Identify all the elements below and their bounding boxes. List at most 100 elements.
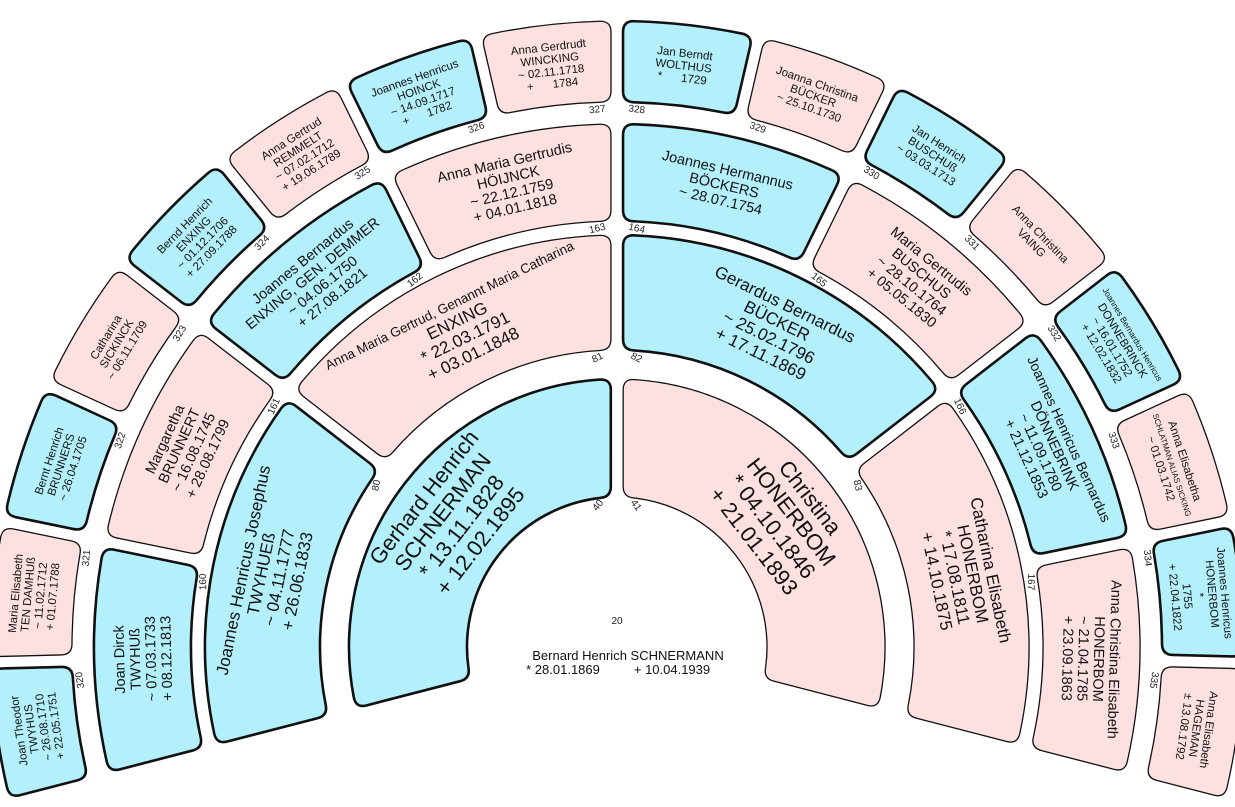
ancestor-number: 80	[370, 478, 383, 492]
person-line: ~ 11.02.1712	[32, 562, 50, 629]
box-shape	[5, 392, 118, 531]
root-death: + 10.04.1939	[634, 662, 710, 677]
person-line: + 23.09.1863	[1058, 616, 1076, 701]
person-line: ~ 07.03.1733	[143, 616, 161, 701]
box-shape	[0, 665, 88, 797]
box-shape	[107, 334, 274, 555]
ancestor-number: 335	[1147, 671, 1160, 689]
box-shape	[0, 527, 81, 658]
person-line: * 1729	[657, 70, 707, 88]
box-shape	[812, 182, 1024, 379]
ancestor-number: 321	[81, 549, 93, 567]
box-shape	[229, 90, 370, 218]
box-shape	[1147, 666, 1235, 797]
box-shape	[1117, 393, 1228, 531]
box-shape	[622, 378, 886, 707]
box-shape	[864, 89, 1006, 219]
ancestor-number: 326	[467, 120, 487, 136]
ancestor-number: 322	[113, 430, 129, 450]
ancestor-number: 160	[198, 573, 209, 590]
ancestor-number: 163	[588, 222, 607, 237]
box-shape	[858, 402, 1030, 743]
person-line: + 08.12.1813	[158, 616, 176, 701]
ancestor-number: 333	[1105, 431, 1121, 451]
ancestor-number: 334	[1141, 549, 1153, 567]
root-name: Bernard Henrich SCHNERMANN	[532, 648, 723, 663]
box-shape	[621, 19, 752, 115]
ancestor-number: 41	[628, 498, 644, 514]
person-line: ~ 21.04.1785	[1073, 616, 1091, 701]
person-line: TWYHUß	[127, 628, 145, 691]
person-line: + 1784	[526, 76, 579, 94]
ancestor-number: 167	[1025, 573, 1036, 590]
person-line: 1755	[1180, 583, 1194, 610]
box-shape	[128, 168, 266, 307]
person-line: + 01.07.1788	[45, 563, 63, 631]
person-line: + 22.04.1822	[1165, 563, 1183, 631]
box-shape	[1032, 548, 1141, 771]
ancestor-number: 320	[74, 671, 87, 689]
ancestor-number: 83	[851, 479, 864, 493]
ancestor-number: 81	[590, 351, 605, 366]
ancestor-number: 164	[627, 222, 646, 237]
box-shape	[1054, 271, 1182, 413]
box-shape	[621, 234, 937, 458]
root-person[interactable]: 20 Bernard Henrich SCHNERMANN * 28.01.18…	[526, 616, 724, 677]
person-line: HONERBOM	[1202, 560, 1220, 629]
box-shape	[347, 378, 613, 708]
box-shape	[53, 271, 180, 412]
box-shape	[621, 122, 840, 261]
ancestor-number: 329	[748, 120, 768, 136]
person-line: Joan Dirck	[111, 624, 129, 694]
root-birth: * 28.01.1869	[526, 662, 600, 677]
ancestor-number: 328	[628, 103, 646, 116]
box-shape	[92, 548, 203, 772]
box-shape	[394, 123, 612, 260]
ancestor-number: 82	[629, 351, 644, 366]
box-shape	[482, 20, 612, 114]
box-shape	[1152, 527, 1235, 658]
box-shape	[747, 40, 885, 153]
person-line: *	[1193, 592, 1205, 598]
person-line: HONERBOM	[1089, 616, 1107, 702]
person-line: Anna Christina Elisabeth	[1104, 580, 1124, 739]
box-shape	[298, 234, 612, 458]
ancestor-number: 327	[588, 103, 606, 116]
box-shape	[348, 39, 488, 154]
box-shape	[959, 334, 1128, 555]
root-number: 20	[611, 616, 623, 627]
box-shape	[203, 402, 377, 744]
box-shape	[969, 168, 1106, 306]
